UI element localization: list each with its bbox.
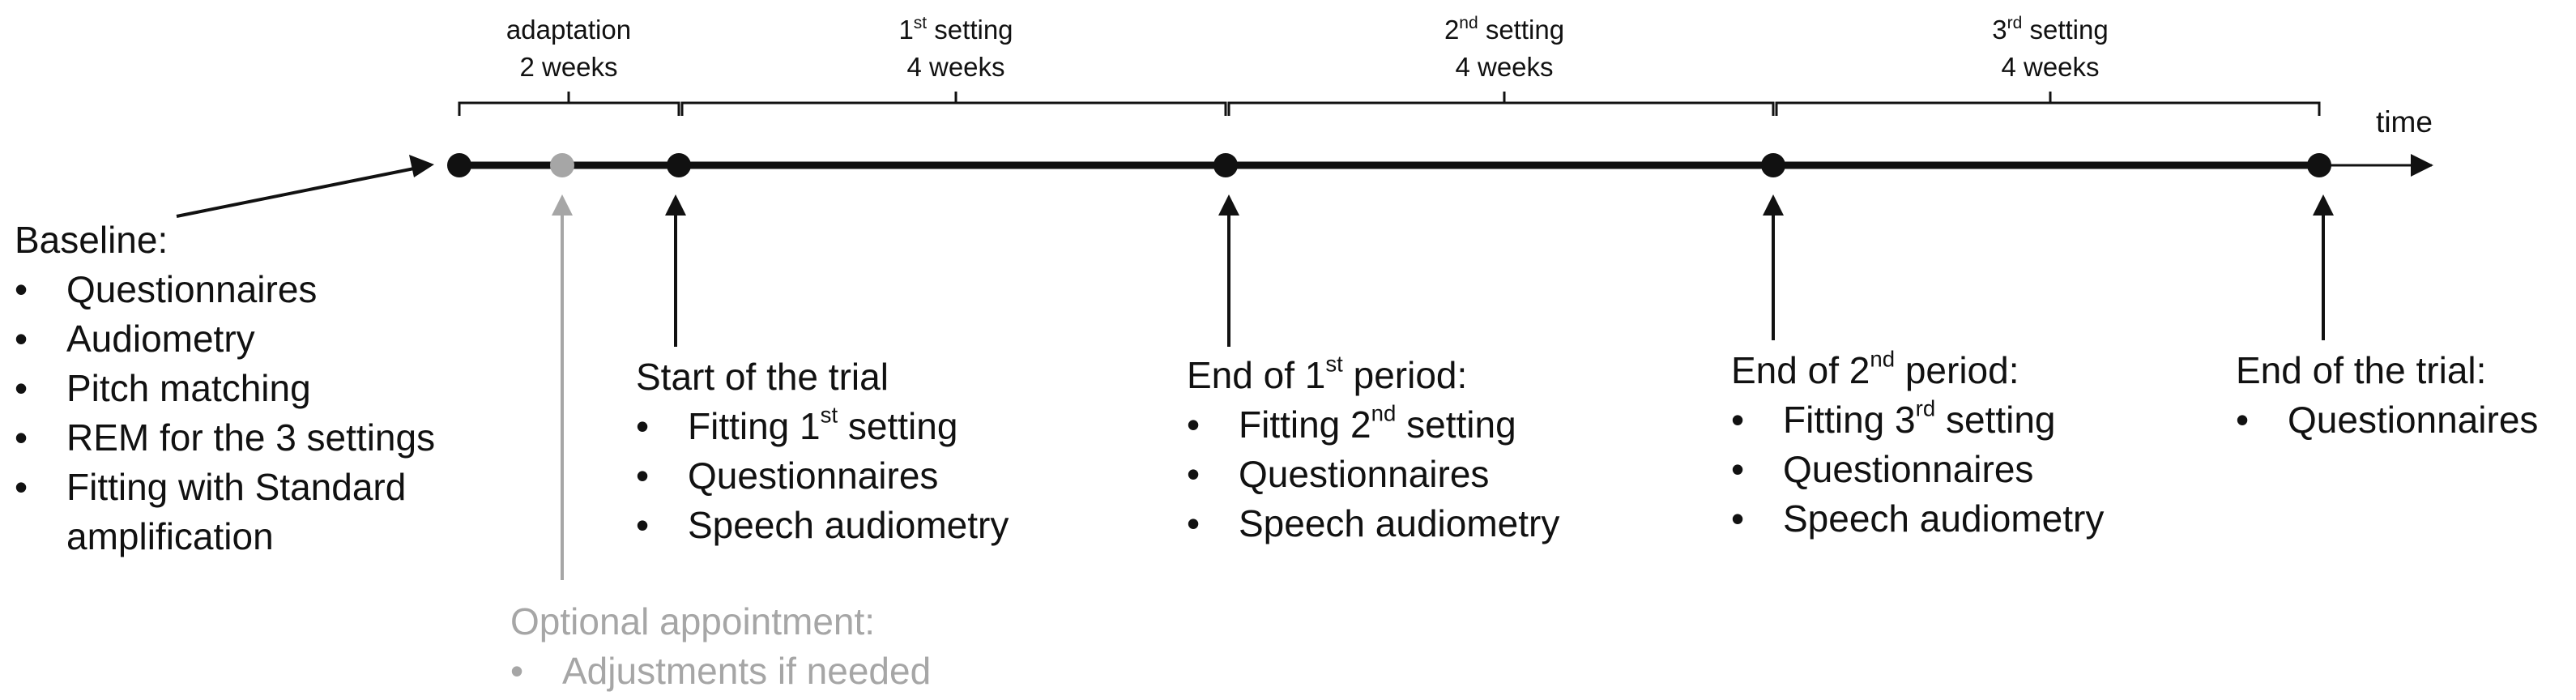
- start-item-speech: Speech audiometry: [688, 504, 1009, 546]
- milestone-end: [2307, 153, 2331, 177]
- end-1-item-fitting: Fitting 2nd setting: [1239, 400, 1516, 446]
- end-2-block: End of 2nd period: • Fitting 3rd setting …: [1731, 346, 2104, 544]
- end-2-item-fitting: Fitting 3rd setting: [1783, 395, 2056, 441]
- list-item: • Questionnaires: [15, 265, 435, 314]
- arrowhead-optional: [552, 194, 573, 216]
- bullet-icon: •: [1187, 403, 1201, 446]
- arrowhead-start: [665, 194, 686, 216]
- period-duration-setting-2: 4 weeks: [1455, 52, 1553, 82]
- start-heading: Start of the trial: [636, 356, 889, 398]
- arrow-baseline: [176, 164, 427, 218]
- end-2-heading: End of 2nd period:: [1731, 346, 2019, 391]
- optional-block: Optional appointment: • Adjustments if ne…: [510, 597, 931, 696]
- end-item-questionnaires: Questionnaires: [2288, 399, 2539, 441]
- milestone-end-1: [1213, 153, 1238, 177]
- bullet-icon: •: [15, 416, 28, 459]
- bullet-icon: •: [1187, 453, 1201, 495]
- arrowhead-end-2: [1763, 194, 1784, 216]
- end-block: End of the trial: • Questionnaires: [2236, 346, 2538, 445]
- start-item-fitting: Fitting 1st setting: [688, 402, 958, 447]
- milestone-optional: [550, 153, 574, 177]
- period-duration-adaptation: 2 weeks: [519, 52, 617, 82]
- list-item: • Fitting 2nd setting: [1187, 400, 1559, 450]
- list-item: • Pitch matching: [15, 364, 435, 413]
- end-1-block: End of 1st period: • Fitting 2nd setting …: [1187, 351, 1559, 548]
- end-2-item-speech: Speech audiometry: [1783, 497, 2105, 540]
- milestone-baseline: [447, 153, 471, 177]
- period-title-setting-1: 1st setting: [898, 14, 1013, 45]
- period-title-setting-2: 2nd setting: [1444, 14, 1564, 45]
- baseline-item-fitting: Fitting with Standard: [66, 466, 407, 508]
- list-item: • Fitting 1st setting: [636, 402, 1009, 451]
- optional-list: • Adjustments if needed: [510, 647, 931, 696]
- list-item: • Adjustments if needed: [510, 647, 931, 696]
- end-2-list: • Fitting 3rd setting • Questionnaires • Sp…: [1731, 395, 2104, 544]
- period-duration-setting-3: 4 weeks: [2001, 52, 2099, 82]
- baseline-item-audiometry: Audiometry: [66, 318, 255, 360]
- list-item: • Audiometry: [15, 314, 435, 364]
- optional-item-adjustments: Adjustments if needed: [562, 650, 932, 692]
- baseline-heading: Baseline:: [15, 219, 168, 261]
- list-item: • Questionnaires: [2236, 395, 2538, 445]
- period-title-setting-3: 3rd setting: [1992, 14, 2108, 45]
- list-item: • Fitting 3rd setting: [1731, 395, 2104, 445]
- bullet-icon: •: [2236, 399, 2250, 441]
- list-item: • REM for the 3 settings: [15, 413, 435, 463]
- bullet-icon: •: [510, 650, 524, 692]
- bullet-icon: •: [15, 318, 28, 360]
- baseline-block: Baseline: • Questionnaires • Audiometry • P…: [15, 216, 435, 561]
- brace-setting-3: [1775, 92, 2321, 116]
- brace-setting-1: [680, 92, 1227, 116]
- end-heading: End of the trial:: [2236, 349, 2487, 391]
- baseline-item-rem: REM for the 3 settings: [66, 416, 436, 459]
- period-duration-setting-1: 4 weeks: [906, 52, 1004, 82]
- list-item: • Speech audiometry: [636, 501, 1009, 550]
- start-item-questionnaires: Questionnaires: [688, 455, 939, 497]
- bullet-icon: •: [636, 504, 650, 546]
- milestone-end-2: [1761, 153, 1785, 177]
- bullet-icon: •: [1731, 497, 1745, 540]
- end-list: • Questionnaires: [2236, 395, 2538, 445]
- end-2-item-questionnaires: Questionnaires: [1783, 448, 2034, 490]
- bullet-icon: •: [1731, 399, 1745, 441]
- baseline-list: • Questionnaires • Audiometry • Pitch match…: [15, 265, 435, 561]
- bullet-icon: •: [636, 405, 650, 447]
- brace-setting-2: [1227, 92, 1775, 116]
- baseline-item-pitch-matching: Pitch matching: [66, 367, 311, 409]
- bullet-icon: •: [1731, 448, 1745, 490]
- list-item: • Speech audiometry: [1187, 499, 1559, 548]
- milestone-start: [667, 153, 691, 177]
- list-item: • Questionnaires: [1731, 445, 2104, 494]
- baseline-item-amplification: amplification: [66, 515, 274, 557]
- period-title-adaptation: adaptation: [506, 15, 631, 45]
- optional-heading: Optional appointment:: [510, 600, 876, 642]
- list-item: • Fitting with Standard: [15, 463, 435, 512]
- start-block: Start of the trial • Fitting 1st setting …: [636, 352, 1009, 550]
- time-axis-arrowhead: [2411, 154, 2433, 177]
- arrowhead-end-1: [1218, 194, 1239, 216]
- bullet-icon: •: [1187, 502, 1201, 544]
- time-axis-label: time: [2376, 105, 2433, 139]
- list-item: • Questionnaires: [636, 451, 1009, 501]
- list-item-continuation: amplification: [15, 512, 435, 561]
- brace-adaptation: [458, 92, 680, 116]
- bullet-icon: •: [15, 268, 28, 310]
- end-1-heading: End of 1st period:: [1187, 351, 1468, 396]
- bullet-icon: •: [636, 455, 650, 497]
- end-1-item-questionnaires: Questionnaires: [1239, 453, 1490, 495]
- arrowhead-end: [2313, 194, 2334, 216]
- end-1-item-speech: Speech audiometry: [1239, 502, 1560, 544]
- baseline-item-questionnaires: Questionnaires: [66, 268, 318, 310]
- bullet-icon: •: [15, 367, 28, 409]
- bullet-icon: •: [15, 466, 28, 508]
- arrowhead-baseline: [409, 155, 434, 177]
- end-1-list: • Fitting 2nd setting • Questionnaires • Sp…: [1187, 400, 1559, 548]
- list-item: • Speech audiometry: [1731, 494, 2104, 544]
- start-list: • Fitting 1st setting • Questionnaires • Sp…: [636, 402, 1009, 550]
- list-item: • Questionnaires: [1187, 450, 1559, 499]
